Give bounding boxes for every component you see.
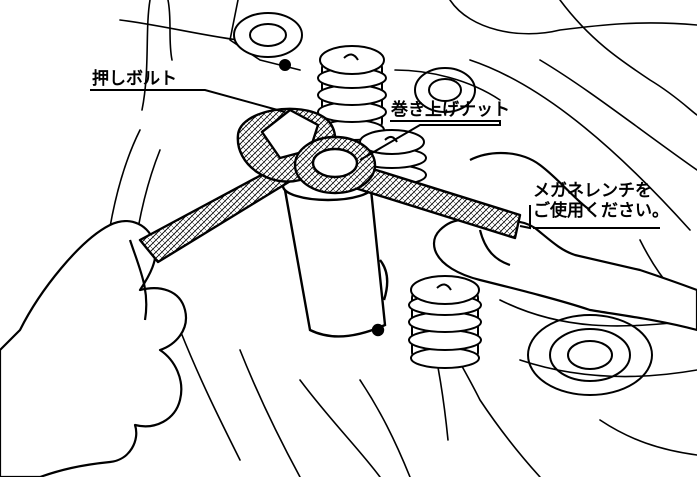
leader-lines	[90, 89, 660, 230]
lift-nut-label: 巻き上げナット	[391, 100, 510, 120]
wrench-instruction-label: メガネレンチを ご使用ください。	[533, 181, 669, 221]
wrench-push-bolt	[138, 107, 337, 264]
instruction-line-1: メガネレンチを	[533, 181, 652, 201]
push-bolt-label: 押しボルト	[92, 69, 177, 89]
instruction-line-2: ご使用ください。	[533, 200, 669, 221]
wrench-lift-nut	[293, 135, 522, 240]
left-hand	[0, 220, 188, 477]
bolt-seat-top	[233, 12, 303, 71]
cylinder-body	[281, 170, 389, 338]
machine-frame	[104, 0, 697, 477]
plate-holes	[414, 67, 653, 396]
spring-stack-lower	[408, 275, 482, 369]
